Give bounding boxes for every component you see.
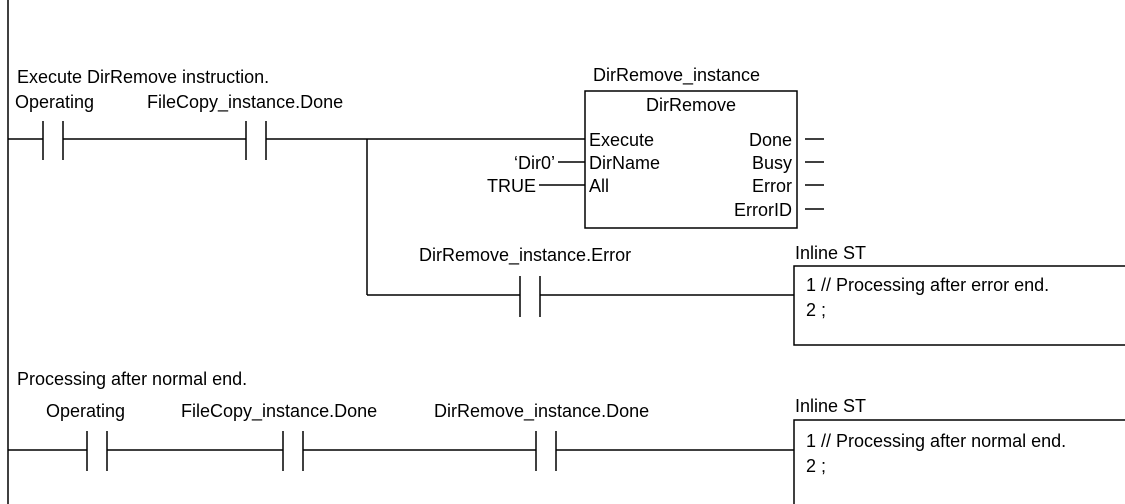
rung1-contact1-label: Operating bbox=[15, 92, 94, 112]
rung1-error-contact[interactable] bbox=[519, 276, 541, 317]
dirremove-function-block[interactable] bbox=[584, 90, 798, 229]
rung2-comment: Processing after normal end. bbox=[17, 369, 247, 389]
inline-st-2-line2: 2 ; bbox=[806, 456, 826, 476]
rung2-contact2[interactable] bbox=[282, 431, 304, 471]
inline-st-2-box[interactable] bbox=[793, 419, 1125, 504]
fb-input-all: All bbox=[589, 176, 609, 196]
inline-st-1-box[interactable] bbox=[793, 265, 1125, 346]
dirname-value: ‘Dir0’ bbox=[514, 153, 555, 173]
inline-st-2-line1: 1 // Processing after normal end. bbox=[806, 431, 1066, 451]
rung2-contact1[interactable] bbox=[86, 431, 108, 471]
rung1-contact2[interactable] bbox=[245, 121, 267, 160]
inline-st-2-label: Inline ST bbox=[795, 396, 866, 416]
inline-st-1-line2: 2 ; bbox=[806, 300, 826, 320]
rung2-contact1-label: Operating bbox=[46, 401, 125, 421]
inline-st-1-line1: 1 // Processing after error end. bbox=[806, 275, 1049, 295]
rung1-comment: Execute DirRemove instruction. bbox=[17, 67, 269, 87]
inline-st-1-label: Inline ST bbox=[795, 243, 866, 263]
fb-instance-name: DirRemove_instance bbox=[593, 65, 760, 86]
fb-output-busy: Busy bbox=[752, 153, 792, 173]
all-value: TRUE bbox=[487, 176, 536, 196]
fb-output-done: Done bbox=[749, 130, 792, 150]
fb-output-error: Error bbox=[752, 176, 792, 196]
rung2-contact3-label: DirRemove_instance.Done bbox=[434, 401, 649, 422]
rung1-contact2-label: FileCopy_instance.Done bbox=[147, 92, 343, 113]
fb-input-execute: Execute bbox=[589, 130, 654, 150]
fb-type-name: DirRemove bbox=[646, 95, 736, 115]
rung2-contact3[interactable] bbox=[535, 431, 557, 471]
fb-output-errorid: ErrorID bbox=[734, 200, 792, 220]
rung1-error-contact-label: DirRemove_instance.Error bbox=[419, 245, 631, 266]
fb-input-dirname: DirName bbox=[589, 153, 660, 173]
rung2-contact2-label: FileCopy_instance.Done bbox=[181, 401, 377, 422]
rung1-contact1[interactable] bbox=[42, 121, 64, 160]
